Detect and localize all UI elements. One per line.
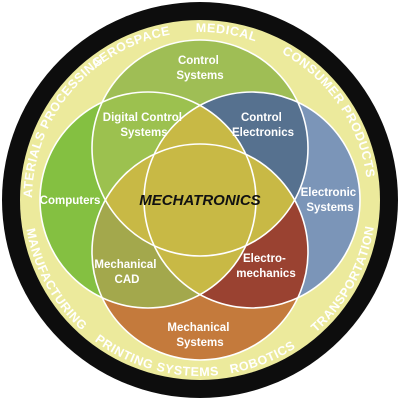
label-electromechanics: Electro- mechanics bbox=[236, 253, 295, 280]
label-control-systems: Control Systems bbox=[176, 55, 223, 82]
label-electronic-systems: Electronic Systems bbox=[301, 187, 360, 214]
label-mechanical-systems: Mechanical Systems bbox=[167, 322, 232, 349]
label-computers: Computers bbox=[40, 195, 101, 207]
circle-outlines bbox=[39, 39, 361, 361]
label-digital-control-systems: Digital Control Systems bbox=[103, 112, 185, 139]
label-control-electronics: Control Electronics bbox=[232, 112, 294, 139]
label-mechanical-cad: Mechanical CAD bbox=[94, 259, 159, 286]
center-label: MECHATRONICS bbox=[139, 192, 260, 209]
